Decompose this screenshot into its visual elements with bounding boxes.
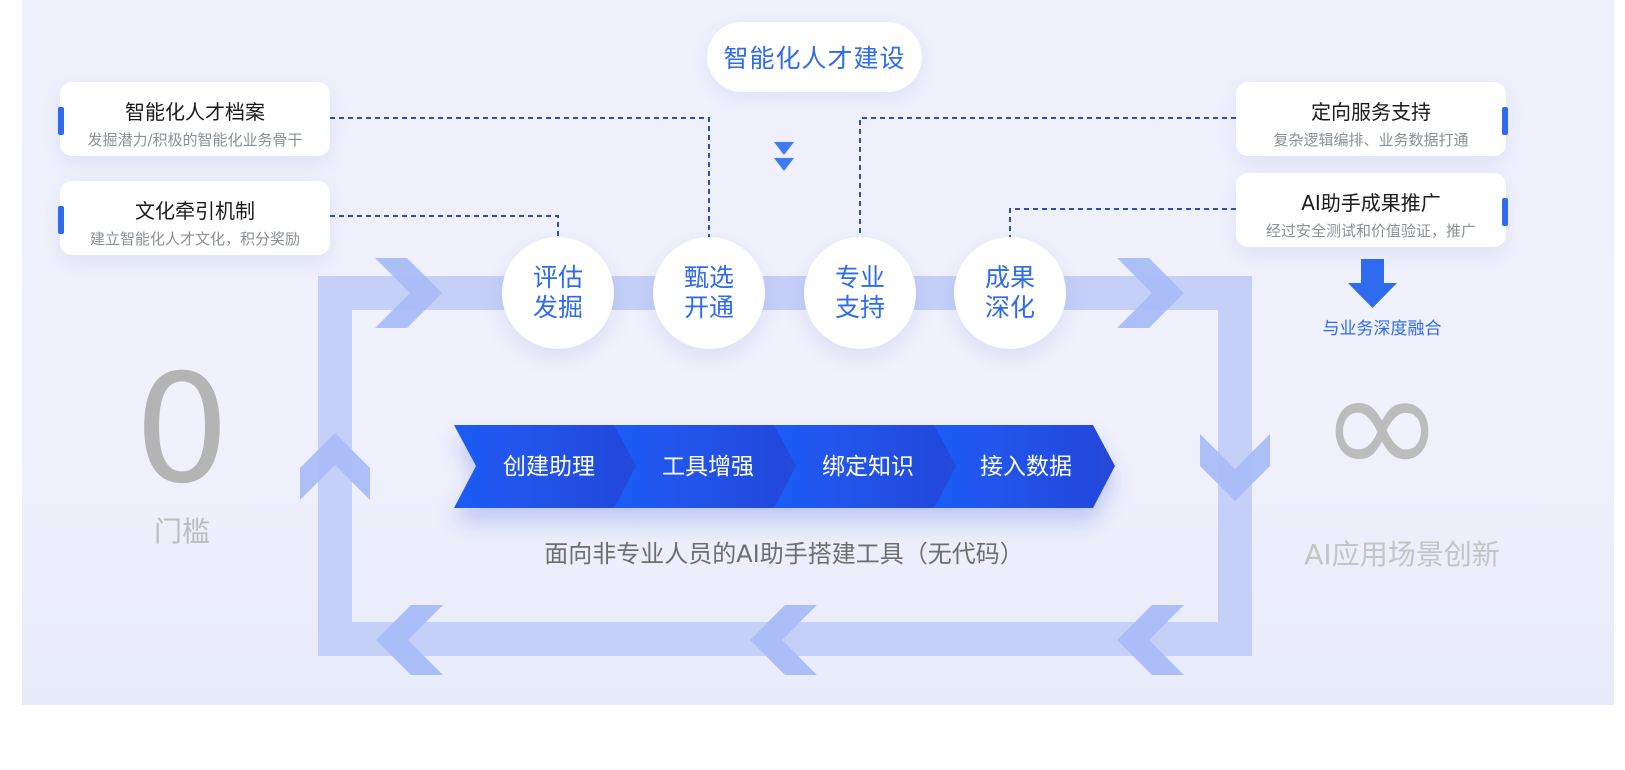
- page-title-text: 智能化人才建设: [723, 44, 906, 73]
- card-subtitle: 发掘潜力/积极的智能化业务骨干: [87, 131, 303, 149]
- step-label-create: 创建助理: [503, 454, 595, 480]
- loop-arrow-left-up: [300, 433, 370, 500]
- connector-promotion-to-deepen: [1009, 208, 1236, 238]
- stage-line1: 评估: [532, 263, 583, 292]
- page-title: 智能化人才建设: [707, 22, 922, 92]
- dashed-connectors: [330, 117, 1236, 238]
- step-arrows: [454, 425, 1115, 508]
- connector-archive-to-select: [330, 117, 710, 238]
- step-arrow-3: [774, 425, 964, 508]
- stage-line2: 支持: [834, 293, 885, 322]
- step-arrow-1: [454, 425, 644, 508]
- loop-arrow-top-right: [1117, 258, 1184, 328]
- connector-culture-to-evaluate: [330, 215, 559, 238]
- loop-arrow-top-left: [375, 258, 442, 328]
- card-ai-promotion: AI助手成果推广 经过安全测试和价值验证，推广: [1236, 173, 1508, 247]
- stage-line2: 发掘: [532, 293, 583, 322]
- step-arrow-4: [934, 425, 1115, 508]
- loop-top-band: [318, 276, 1252, 310]
- card-talent-archive: 智能化人才档案 发掘潜力/积极的智能化业务骨干: [58, 82, 330, 156]
- card-accent-bar: [1502, 198, 1508, 226]
- card-title: 智能化人才档案: [125, 100, 265, 124]
- card-title: 定向服务支持: [1311, 100, 1431, 124]
- step-label-data: 接入数据: [980, 454, 1072, 480]
- card-directed-service: 定向服务支持 复杂逻辑编排、业务数据打通: [1236, 82, 1508, 156]
- arrow-down-icon: [1348, 259, 1397, 308]
- card-title: 文化牵引机制: [135, 199, 255, 223]
- stage-line2: 开通: [683, 293, 734, 322]
- loop-arrow-bottom-right: [1117, 605, 1184, 675]
- step-labels: 创建助理 工具增强 绑定知识 接入数据: [503, 454, 1072, 480]
- card-accent-bar: [1502, 107, 1508, 135]
- card-accent-bar: [58, 107, 64, 135]
- loop-arrow-bottom-middle: [750, 605, 817, 675]
- card-culture-mechanism: 文化牵引机制 建立智能化人才文化，积分奖励: [58, 181, 330, 255]
- step-label-knowledge: 绑定知识: [822, 454, 914, 480]
- card-subtitle: 复杂逻辑编排、业务数据打通: [1273, 131, 1469, 149]
- diagram-canvas: 创建助理 工具增强 绑定知识 接入数据 智能化人才建设 智能化人才档案 发掘潜力…: [22, 0, 1614, 705]
- loop-arrow-right-down: [1200, 434, 1270, 501]
- step-label-tools: 工具增强: [662, 454, 754, 480]
- stage-evaluate: 评估发掘: [502, 237, 614, 349]
- zero-metric-label: 门槛: [153, 515, 210, 548]
- stage-support: 专业支持: [804, 237, 916, 349]
- stage-select: 甄选开通: [653, 237, 765, 349]
- loop-arrow-bottom-left: [376, 605, 443, 675]
- merge-label: 与业务深度融合: [1322, 319, 1442, 339]
- card-subtitle: 建立智能化人才文化，积分奖励: [89, 230, 300, 248]
- card-subtitle: 经过安全测试和价值验证，推广: [1265, 222, 1476, 240]
- infinity-metric-label: AI应用场景创新: [1304, 538, 1500, 571]
- card-accent-bar: [58, 206, 64, 234]
- stage-line1: 成果: [984, 263, 1035, 292]
- double-chevron-down-icon: [774, 142, 794, 171]
- stage-line1: 甄选: [683, 263, 734, 292]
- card-title: AI助手成果推广: [1301, 191, 1441, 215]
- connector-service-to-support: [859, 117, 1236, 238]
- diagram-graphics: 创建助理 工具增强 绑定知识 接入数据: [300, 117, 1397, 675]
- infinity-metric-value: ∞: [1319, 338, 1445, 512]
- zero-metric-value: 0: [134, 343, 230, 517]
- stage-deepen: 成果深化: [954, 237, 1066, 349]
- loop-arrows: [300, 258, 1270, 675]
- stage-line1: 专业: [834, 263, 885, 292]
- tool-caption: 面向非专业人员的AI助手搭建工具（无代码）: [544, 540, 1024, 568]
- step-arrow-2: [614, 425, 804, 508]
- stage-line2: 深化: [984, 293, 1035, 322]
